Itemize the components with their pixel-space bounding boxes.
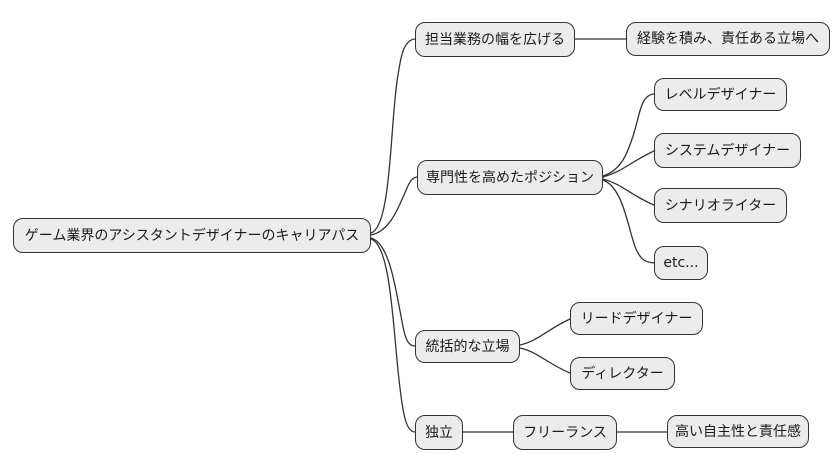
node-etc-label: etc... [663,255,699,271]
edge-specialist-to-level [602,93,655,177]
edge-specialist-to-system [602,150,655,178]
node-director-label: ディレクター [581,365,664,382]
edge-lead-to-leaddesigner [519,318,571,346]
node-experience-responsibility-label: 経験を積み、責任ある立場へ [637,31,819,47]
edge-root-to-lead [370,237,416,347]
node-independent: 独立 [415,415,463,450]
node-supervisory-position-label: 統括的な立場 [425,338,510,355]
edge-root-to-broaden [370,38,416,234]
node-freelance: フリーランス [513,415,617,450]
node-root: ゲーム業界のアシスタントデザイナーのキャリアパス [13,218,371,253]
node-independent-label: 独立 [425,424,453,441]
node-level-designer: レベルデザイナー [654,78,787,111]
node-supervisory-position: 統括的な立場 [415,330,520,363]
node-broaden-duties: 担当業務の幅を広げる [415,22,575,57]
edge-specialist-to-etc [602,179,655,264]
node-level-designer-label: レベルデザイナー [664,86,777,103]
node-lead-designer-label: リードデザイナー [580,310,693,327]
node-high-autonomy: 高い自主性と責任感 [667,415,809,448]
node-specialist-position: 専門性を高めたポジション [417,160,603,195]
node-broaden-duties-label: 担当業務の幅を広げる [425,31,565,48]
node-experience-responsibility: 経験を積み、責任ある立場へ [626,22,830,56]
edge-lead-to-director [519,347,571,374]
node-etc: etc... [654,246,708,280]
node-freelance-label: フリーランス [523,424,607,441]
node-scenario-writer: シナリオライター [654,188,787,223]
node-high-autonomy-label: 高い自主性と責任感 [675,423,801,440]
edge-specialist-to-scenario [602,178,655,206]
node-scenario-writer-label: シナリオライター [664,197,777,214]
node-specialist-position-label: 専門性を高めたポジション [426,169,594,186]
node-director: ディレクター [570,357,675,390]
node-lead-designer: リードデザイナー [570,302,703,335]
node-root-label: ゲーム業界のアシスタントデザイナーのキャリアパス [24,227,360,244]
node-system-designer: システムデザイナー [654,133,801,168]
node-system-designer-label: システムデザイナー [664,142,791,159]
edge-root-to-independent [370,238,416,433]
edge-root-to-specialist [370,176,418,236]
